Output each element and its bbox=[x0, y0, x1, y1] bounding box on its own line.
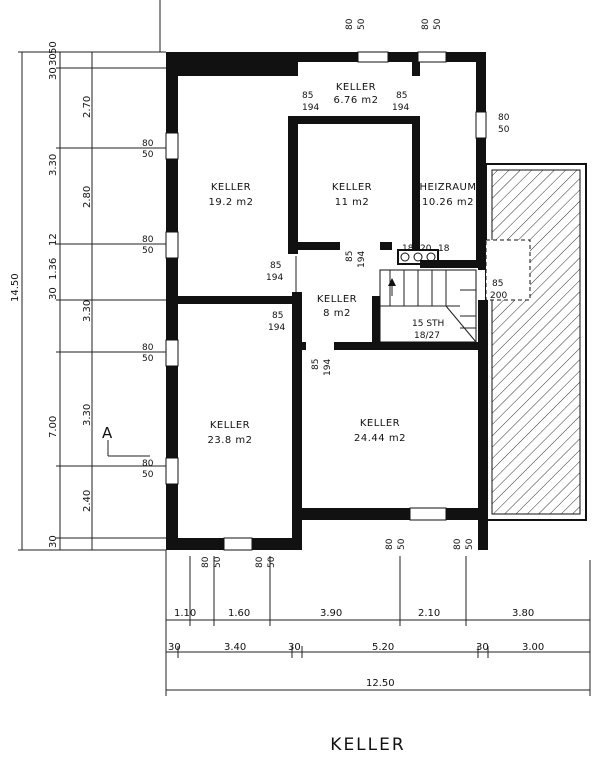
door-w: 85 bbox=[272, 311, 283, 321]
door-w: 85 bbox=[270, 261, 281, 271]
door-h: 194 bbox=[357, 251, 367, 268]
dim-b2-4: 5.20 bbox=[372, 642, 394, 653]
win-h: 50 bbox=[357, 18, 367, 30]
dim-mid-6: 30 bbox=[48, 535, 59, 548]
win-w: 80 bbox=[498, 113, 510, 123]
stair-labels: 15 STH 18/27 bbox=[412, 319, 444, 341]
win-h: 50 bbox=[142, 470, 154, 480]
room-3-area: 11 m2 bbox=[335, 197, 370, 208]
dim-b1-5: 3.80 bbox=[512, 608, 534, 619]
room-2-area: 6.76 m2 bbox=[333, 95, 378, 106]
door-labels: 85 194 85 194 85 194 85 194 85 200 85 19… bbox=[266, 91, 507, 376]
win-h: 50 bbox=[397, 538, 407, 550]
door-w: 85 bbox=[302, 91, 313, 101]
win-h: 50 bbox=[213, 556, 223, 568]
dim-inner-7: 3.30 bbox=[82, 404, 93, 426]
dim-b1-4: 2.10 bbox=[418, 608, 440, 619]
door-h: 194 bbox=[268, 323, 285, 333]
dim-mid-2: 3.30 bbox=[48, 154, 59, 176]
dim-inner-2: 50 bbox=[48, 41, 59, 54]
dim-inner-1: 30 bbox=[48, 53, 59, 66]
dim-inner-4: 2.80 bbox=[82, 186, 93, 208]
win-w: 80 bbox=[345, 18, 355, 30]
door-h2: 200 bbox=[490, 291, 507, 301]
win-h: 50 bbox=[142, 150, 154, 160]
win-h: 50 bbox=[142, 354, 154, 364]
window-labels: 80 50 80 50 80 50 80 50 80 50 80 50 80 5… bbox=[142, 18, 510, 568]
door-w: 85 bbox=[345, 251, 355, 262]
windows bbox=[165, 51, 487, 551]
dim-b1-2: 1.60 bbox=[228, 608, 250, 619]
win-w: 80 bbox=[201, 556, 211, 568]
win-w: 80 bbox=[142, 459, 154, 469]
chimney-label-2: 20 bbox=[420, 244, 432, 254]
hatched-garage bbox=[485, 163, 587, 521]
win-h: 50 bbox=[433, 18, 443, 30]
door-h: 194 bbox=[392, 103, 409, 113]
dim-total-height: 14.50 bbox=[10, 273, 21, 302]
room-4-area: 10.26 m2 bbox=[422, 197, 474, 208]
door-h: 194 bbox=[266, 273, 283, 283]
dim-b2-2: 3.40 bbox=[224, 642, 246, 653]
win-w: 80 bbox=[385, 538, 395, 550]
win-w: 80 bbox=[142, 343, 154, 353]
left-dimensions: 14.50 30 3.30 12 30 7.00 30 30 50 2.70 2… bbox=[10, 41, 93, 548]
room-6-name: KELLER bbox=[210, 420, 250, 431]
win-w: 80 bbox=[453, 538, 463, 550]
dim-inner-3: 2.70 bbox=[82, 96, 93, 118]
dim-total-width: 12.50 bbox=[366, 678, 395, 689]
door-w: 85 bbox=[311, 359, 321, 370]
dim-b2-3: 30 bbox=[288, 642, 301, 653]
stairs bbox=[379, 269, 477, 343]
dim-b1-3: 3.90 bbox=[320, 608, 342, 619]
door-h: 194 bbox=[302, 103, 319, 113]
win-h: 50 bbox=[142, 246, 154, 256]
room-4-name: HEIZRAUM bbox=[420, 182, 477, 193]
dim-b1-1: 1.10 bbox=[174, 608, 196, 619]
dim-inner-8: 2.40 bbox=[82, 490, 93, 512]
stair-steps: 15 STH bbox=[412, 319, 444, 329]
chimney-label-3: 18 bbox=[438, 244, 450, 254]
room-labels: KELLER 19.2 m2 KELLER 6.76 m2 KELLER 11 … bbox=[207, 82, 476, 446]
dim-b2-6: 3.00 bbox=[522, 642, 544, 653]
dim-inner-5: 1.36 bbox=[48, 258, 59, 280]
dim-b2-5: 30 bbox=[476, 642, 489, 653]
door-w: 85 bbox=[396, 91, 407, 101]
room-7-area: 24.44 m2 bbox=[354, 433, 406, 444]
stair-ratio: 18/27 bbox=[414, 331, 440, 341]
chimney-labels: 18 20 18 bbox=[402, 244, 450, 254]
dim-mid-4: 30 bbox=[48, 287, 59, 300]
room-1-name: KELLER bbox=[211, 182, 251, 193]
chimney-label-1: 18 bbox=[402, 244, 414, 254]
room-5-name: KELLER bbox=[317, 294, 357, 305]
dim-mid-1: 30 bbox=[48, 67, 59, 80]
win-w: 80 bbox=[421, 18, 431, 30]
room-1-area: 19.2 m2 bbox=[208, 197, 253, 208]
dim-b2-1: 30 bbox=[168, 642, 181, 653]
win-w: 80 bbox=[142, 139, 154, 149]
door-w: 85 bbox=[492, 279, 503, 289]
room-5-area: 8 m2 bbox=[323, 308, 351, 319]
bottom-dimensions: 1.10 1.60 3.90 2.10 3.80 30 3.40 30 5.20… bbox=[168, 608, 544, 689]
section-marker: A bbox=[102, 424, 113, 442]
dimension-lines bbox=[18, 0, 591, 696]
win-h: 50 bbox=[267, 556, 277, 568]
win-h: 50 bbox=[465, 538, 475, 550]
win-w: 80 bbox=[142, 235, 154, 245]
dim-mid-5: 7.00 bbox=[48, 416, 59, 438]
chimneys bbox=[397, 249, 439, 265]
win-w: 80 bbox=[255, 556, 265, 568]
win-h: 50 bbox=[498, 125, 510, 135]
door-h: 194 bbox=[323, 359, 333, 376]
room-7-name: KELLER bbox=[360, 418, 400, 429]
room-6-area: 23.8 m2 bbox=[207, 435, 252, 446]
room-2-name: KELLER bbox=[336, 82, 376, 93]
room-3-name: KELLER bbox=[332, 182, 372, 193]
plan-title: KELLER bbox=[330, 735, 405, 755]
dim-mid-3: 12 bbox=[48, 233, 59, 246]
dim-inner-6: 3.30 bbox=[82, 300, 93, 322]
